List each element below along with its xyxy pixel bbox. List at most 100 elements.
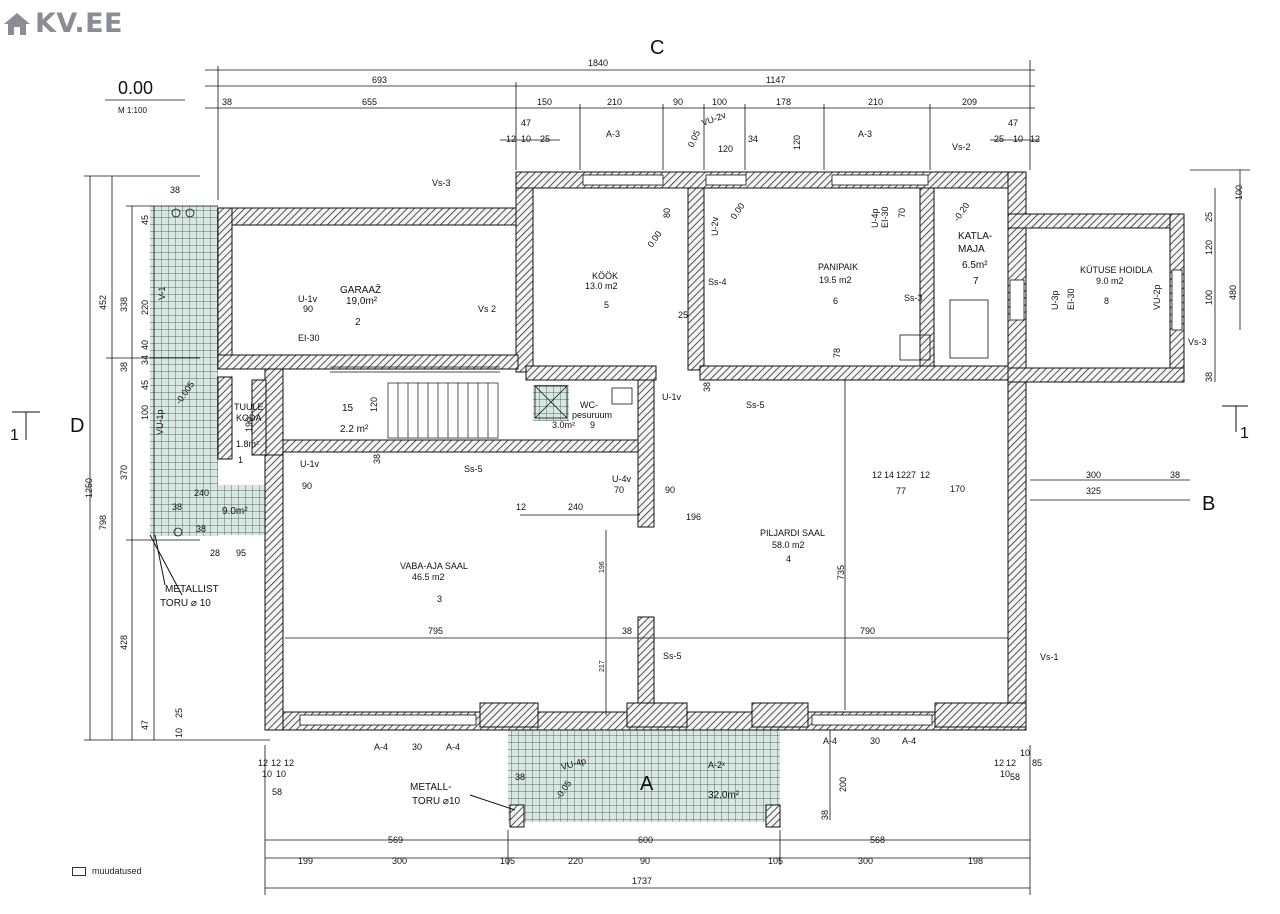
- svg-text:452: 452: [98, 295, 108, 310]
- fixtures: [171, 208, 989, 537]
- note-metallist: METALLIST: [165, 584, 219, 595]
- svg-text:Ss-4: Ss-4: [708, 277, 727, 287]
- svg-text:300: 300: [392, 856, 407, 866]
- svg-text:Vs-3: Vs-3: [1188, 337, 1207, 347]
- room-leisure-hall: VABA-AJA SAAL 46.5 m2 3: [400, 561, 468, 604]
- svg-text:EI-30: EI-30: [1066, 288, 1076, 310]
- svg-text:3.0m²: 3.0m²: [552, 420, 575, 430]
- axis-markers: [12, 405, 1248, 811]
- svg-text:10: 10: [1013, 134, 1023, 144]
- svg-text:38: 38: [1170, 470, 1180, 480]
- svg-text:25: 25: [174, 708, 184, 718]
- svg-text:25: 25: [994, 134, 1004, 144]
- svg-text:Vs-1: Vs-1: [1040, 652, 1059, 662]
- porch-left-grid: [150, 206, 218, 536]
- svg-text:VU-2p: VU-2p: [1152, 284, 1162, 310]
- svg-text:70: 70: [897, 208, 907, 218]
- svg-text:12: 12: [872, 470, 882, 480]
- svg-text:2: 2: [355, 317, 361, 328]
- svg-text:12: 12: [258, 758, 268, 768]
- svg-text:38: 38: [702, 382, 712, 392]
- svg-text:600: 600: [638, 835, 653, 845]
- svg-text:220: 220: [568, 856, 583, 866]
- svg-text:9.0 m2: 9.0 m2: [1096, 276, 1124, 286]
- svg-text:Vs-3: Vs-3: [432, 178, 451, 188]
- room-garage: GARAAŽ 19,0m² 2: [340, 283, 381, 328]
- svg-text:370: 370: [119, 465, 129, 480]
- room-billiard-hall: PILJARDI SAAL 58.0 m2 4: [760, 528, 825, 564]
- wc-grid: [533, 385, 569, 421]
- svg-text:85: 85: [1032, 758, 1042, 768]
- svg-text:U-2v: U-2v: [710, 216, 720, 236]
- axis-top: C: [650, 37, 664, 59]
- svg-text:190: 190: [244, 417, 254, 432]
- windows: [299, 174, 1183, 726]
- svg-text:38: 38: [172, 502, 182, 512]
- note-metall: METALL-: [410, 782, 452, 793]
- svg-text:120: 120: [718, 144, 733, 154]
- svg-text:80: 80: [662, 208, 672, 218]
- svg-text:38: 38: [622, 626, 632, 636]
- legend: muudatused: [72, 866, 142, 876]
- svg-text:1250: 1250: [84, 478, 94, 498]
- svg-text:KÜTUSE HOIDLA: KÜTUSE HOIDLA: [1080, 265, 1153, 275]
- svg-text:10: 10: [262, 769, 272, 779]
- svg-text:58: 58: [272, 787, 282, 797]
- svg-text:210: 210: [868, 97, 883, 107]
- svg-text:45: 45: [140, 215, 150, 225]
- site-logo[interactable]: KV.EE: [2, 8, 123, 39]
- level-label: 0.00: [118, 78, 153, 98]
- svg-text:45: 45: [140, 380, 150, 390]
- svg-text:-0.20: -0.20: [951, 201, 971, 224]
- svg-text:170: 170: [950, 484, 965, 494]
- svg-text:GARAAŽ: GARAAŽ: [340, 283, 381, 296]
- svg-text:1840: 1840: [588, 58, 608, 68]
- svg-text:A-4: A-4: [446, 742, 460, 752]
- bottom-dimensions: 12 12 12 10 10 58 12 12 10 10 85 58 569 …: [258, 748, 1042, 886]
- svg-text:210: 210: [607, 97, 622, 107]
- svg-text:12: 12: [920, 470, 930, 480]
- svg-text:240: 240: [568, 502, 583, 512]
- svg-text:9: 9: [590, 420, 595, 430]
- svg-text:V-1: V-1: [157, 286, 167, 300]
- svg-text:105: 105: [500, 856, 515, 866]
- svg-text:WC-: WC-: [580, 400, 598, 410]
- svg-text:240: 240: [194, 488, 209, 498]
- svg-text:KATLA-: KATLA-: [958, 231, 992, 242]
- svg-text:0.00: 0.00: [728, 201, 746, 221]
- svg-text:569: 569: [388, 835, 403, 845]
- porch-left-lower-grid: [170, 485, 270, 535]
- svg-text:655: 655: [362, 97, 377, 107]
- svg-text:TUULE: TUULE: [234, 402, 264, 412]
- svg-text:38: 38: [1204, 372, 1214, 382]
- room-hall: 15 2.2 m²: [340, 403, 369, 435]
- terrace-grid: [508, 727, 780, 822]
- svg-text:47: 47: [521, 118, 531, 128]
- svg-text:105: 105: [768, 856, 783, 866]
- svg-text:10: 10: [521, 134, 531, 144]
- svg-text:1: 1: [238, 455, 243, 465]
- svg-text:PILJARDI SAAL: PILJARDI SAAL: [760, 528, 825, 538]
- svg-text:19,0m²: 19,0m²: [346, 296, 378, 307]
- svg-text:47: 47: [140, 720, 150, 730]
- svg-text:12: 12: [506, 134, 516, 144]
- svg-text:196: 196: [686, 512, 701, 522]
- svg-text:U-3p: U-3p: [1050, 290, 1060, 310]
- svg-text:A-3: A-3: [606, 129, 620, 139]
- svg-text:27: 27: [906, 470, 916, 480]
- svg-text:10: 10: [174, 728, 184, 738]
- svg-text:A-2ˣ: A-2ˣ: [708, 760, 725, 770]
- section-right: 1: [1240, 425, 1249, 442]
- svg-text:30: 30: [412, 742, 422, 752]
- svg-text:100: 100: [1234, 185, 1244, 200]
- svg-text:38: 38: [196, 524, 206, 534]
- svg-text:90: 90: [640, 856, 650, 866]
- svg-text:338: 338: [119, 297, 129, 312]
- right-dimensions: 100 25 120 100 480 38: [1204, 185, 1244, 382]
- svg-text:38: 38: [372, 454, 382, 464]
- svg-text:120: 120: [369, 397, 379, 412]
- svg-text:790: 790: [860, 626, 875, 636]
- svg-text:38: 38: [515, 772, 525, 782]
